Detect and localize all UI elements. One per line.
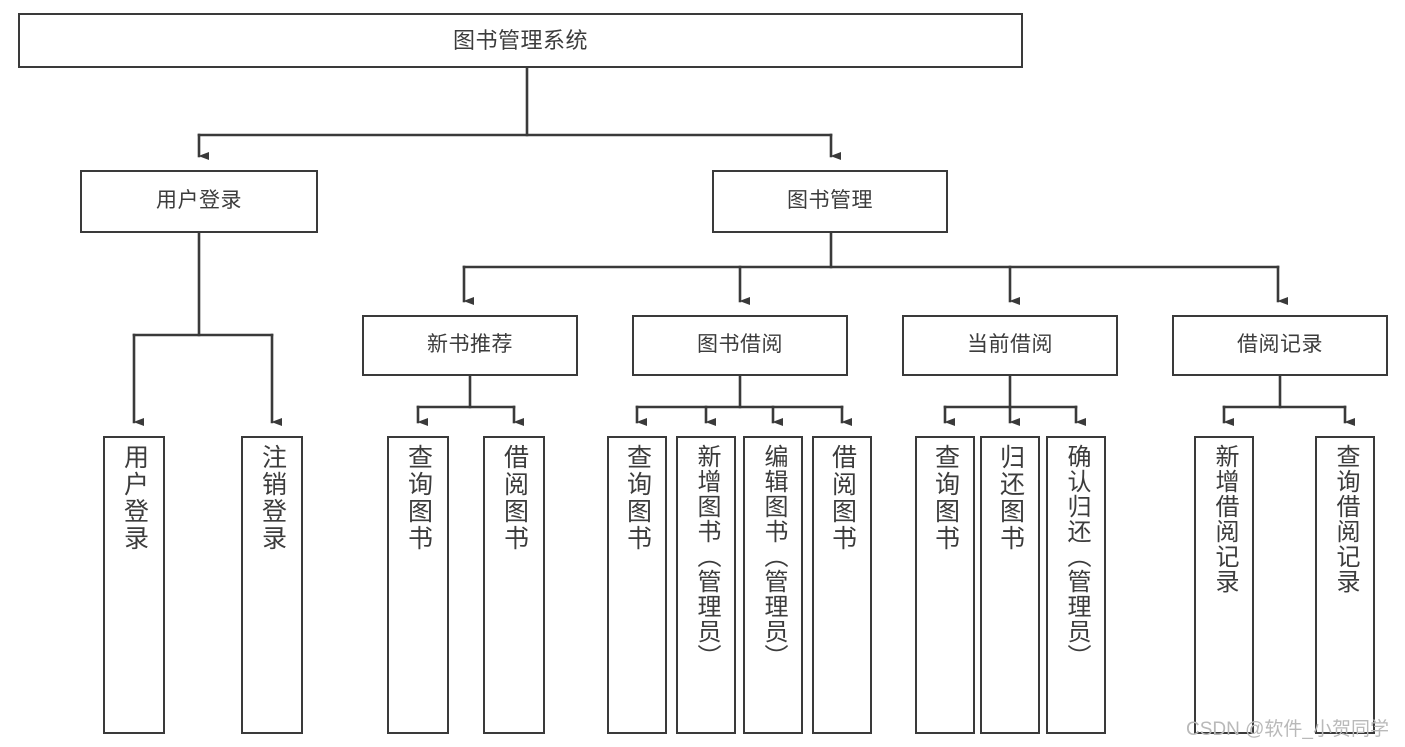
node-label: 新书推荐 <box>427 333 513 357</box>
leaf-book-borrow-add-book-admin[interactable]: 新增图书（管理员） <box>676 436 736 734</box>
leaf-book-borrow-edit-book-admin[interactable]: 编辑图书（管理员） <box>743 436 803 734</box>
leaf-current-borrow-return-book[interactable]: 归还图书 <box>980 436 1040 734</box>
node-label: 用户登录 <box>120 444 149 552</box>
node-label: 归还图书 <box>996 444 1025 552</box>
leaf-new-book-borrow-book[interactable]: 借阅图书 <box>483 436 545 734</box>
node-borrow-record[interactable]: 借阅记录 <box>1172 315 1388 376</box>
node-book-management[interactable]: 图书管理 <box>712 170 948 233</box>
node-label: 查询借阅记录 <box>1332 444 1359 594</box>
node-label: 查询图书 <box>623 444 652 552</box>
leaf-current-borrow-query-book[interactable]: 查询图书 <box>915 436 975 734</box>
csdn-watermark: CSDN @软件_小贺同学 <box>1186 719 1389 740</box>
leaf-book-borrow-borrow-book[interactable]: 借阅图书 <box>812 436 872 734</box>
leaf-borrow-record-query-record[interactable]: 查询借阅记录 <box>1315 436 1375 734</box>
node-label: 借阅图书 <box>500 444 529 552</box>
node-label: 图书借阅 <box>697 333 783 357</box>
leaf-borrow-record-add-record[interactable]: 新增借阅记录 <box>1194 436 1254 734</box>
node-label: 借阅记录 <box>1237 333 1323 357</box>
node-label: 借阅图书 <box>828 444 857 552</box>
node-label: 确认归还（管理员） <box>1063 444 1090 669</box>
node-label: 查询图书 <box>404 444 433 552</box>
node-current-borrow[interactable]: 当前借阅 <box>902 315 1118 376</box>
node-book-borrow[interactable]: 图书借阅 <box>632 315 848 376</box>
node-label: 新增图书（管理员） <box>693 444 720 669</box>
leaf-user-login-logout[interactable]: 注销登录 <box>241 436 303 734</box>
node-label: 新增借阅记录 <box>1211 444 1238 594</box>
node-label: 图书管理 <box>787 189 873 213</box>
node-label: 编辑图书（管理员） <box>760 444 787 669</box>
node-label: 图书管理系统 <box>452 27 588 53</box>
node-label: 查询图书 <box>931 444 960 552</box>
leaf-book-borrow-query-book[interactable]: 查询图书 <box>607 436 667 734</box>
node-label: 当前借阅 <box>967 333 1053 357</box>
node-label: 用户登录 <box>156 189 242 213</box>
leaf-current-borrow-confirm-return-admin[interactable]: 确认归还（管理员） <box>1046 436 1106 734</box>
node-new-book-recommend[interactable]: 新书推荐 <box>362 315 578 376</box>
node-root-book-management-system[interactable]: 图书管理系统 <box>18 13 1023 68</box>
leaf-new-book-query-book[interactable]: 查询图书 <box>387 436 449 734</box>
node-user-login[interactable]: 用户登录 <box>80 170 318 233</box>
node-label: 注销登录 <box>258 444 287 552</box>
leaf-user-login-login[interactable]: 用户登录 <box>103 436 165 734</box>
